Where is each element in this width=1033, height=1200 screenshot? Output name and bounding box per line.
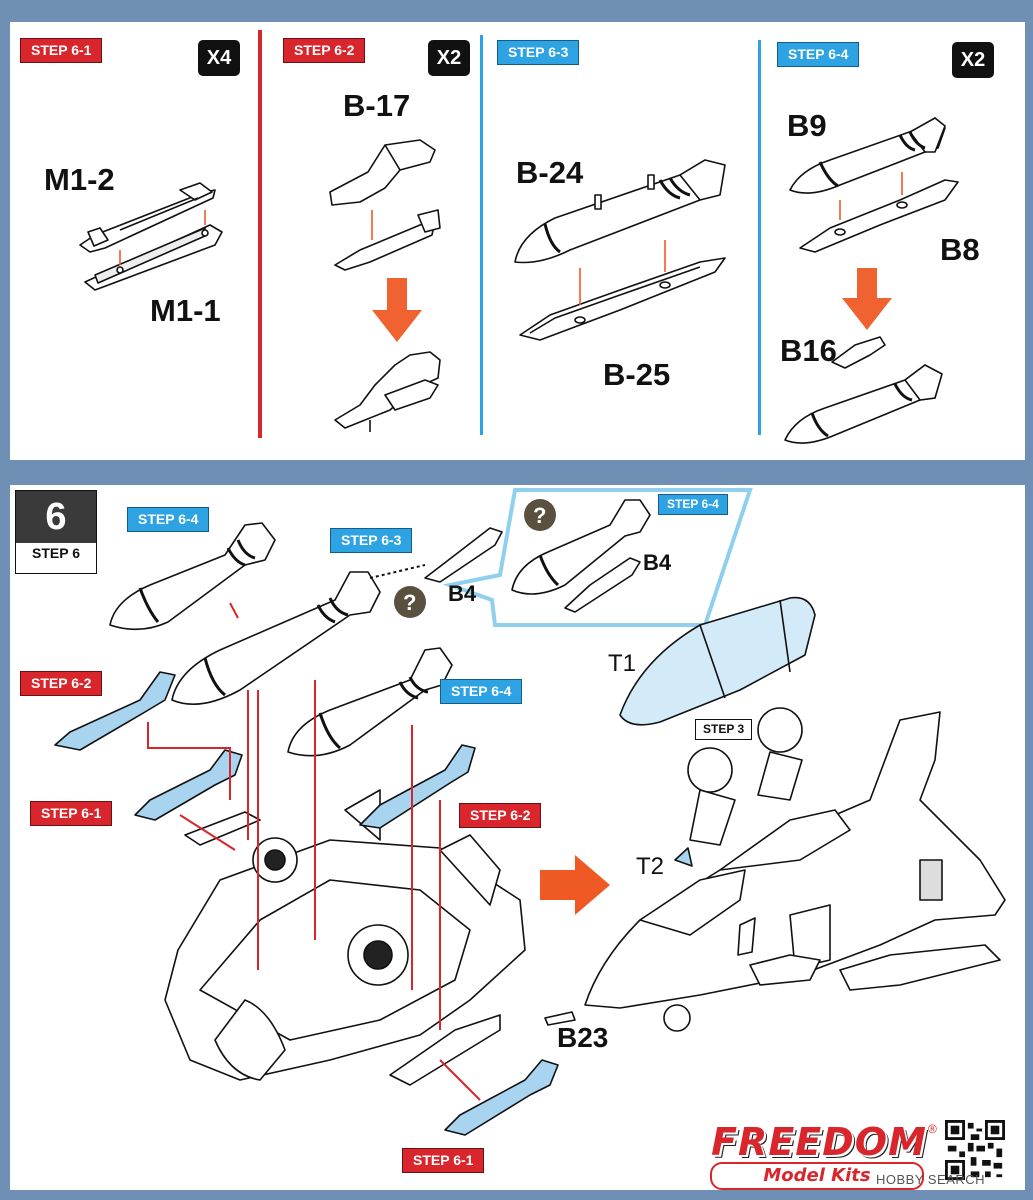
question-icon <box>394 586 426 618</box>
fuel-tank-assembled-drawing <box>784 364 943 444</box>
part-t2-label: T2 <box>636 853 665 880</box>
question-mark-inset: ? <box>533 503 547 528</box>
part-b4-main-label: B4 <box>448 581 477 606</box>
assembly-direction-arrow <box>540 855 610 915</box>
watermark: HOBBY SEARCH <box>876 1172 986 1187</box>
step-number-caption: STEP 6 <box>32 545 80 561</box>
part-b9-label: B9 <box>787 108 827 143</box>
pilot-figures-drawing <box>687 707 803 846</box>
step-6-3-tag: STEP 6-3 <box>497 40 580 65</box>
part-b-24-label: B-24 <box>516 155 584 190</box>
divider-red <box>258 30 262 438</box>
sub-assembly-drawings <box>79 117 959 444</box>
part-b16-drawing <box>831 336 886 369</box>
step-6-4-multiplier: X2 <box>952 42 994 78</box>
pylon-b4-main-drawing <box>424 527 503 583</box>
red-leader-lines <box>147 602 481 1101</box>
qr-code <box>945 1120 1005 1180</box>
freedom-model-kits-logo: FREEDOM Model Kits <box>700 1120 938 1190</box>
question-mark: ? <box>403 590 417 615</box>
missile-step-6-1-left-drawing <box>134 749 243 821</box>
part-b16-label: B16 <box>780 333 837 368</box>
launcher-m1-1-drawing <box>84 224 223 291</box>
divider-blue <box>758 40 761 435</box>
aircraft-underside-drawing <box>164 789 526 1086</box>
part-m1-1-label: M1-1 <box>150 293 221 328</box>
brand-name: FREEDOM <box>711 1120 927 1164</box>
step-number-box: 6 STEP 6 <box>15 490 97 574</box>
fuel-tank-center-drawing <box>171 571 381 706</box>
step-6-4-tag: STEP 6-4 <box>777 42 860 67</box>
callout-step-3: STEP 3 <box>695 719 753 740</box>
fuel-tank-right-drawing <box>287 647 453 757</box>
callout-step-6-1-left: STEP 6-1 <box>30 801 113 826</box>
missile-m1-2-drawing <box>79 182 216 253</box>
step-6-1-multiplier: X4 <box>198 40 240 76</box>
pylon-b4-inset-drawing <box>564 557 641 613</box>
question-icon-inset <box>524 499 556 531</box>
divider-red-2 <box>480 35 483 435</box>
part-b4-inset-label: B4 <box>643 550 672 575</box>
part-m1-2-label: M1-2 <box>44 162 115 197</box>
canopy-t1-drawing <box>619 596 816 726</box>
part-b-17-label: B-17 <box>343 88 411 123</box>
callout-step-6-2-left: STEP 6-2 <box>20 671 103 696</box>
missile-step-6-1-bottom-drawing <box>444 1059 559 1136</box>
fuel-tank-inset-drawing <box>511 499 651 595</box>
part-t1-label: T1 <box>608 650 637 677</box>
brand-subtitle: Model Kits <box>710 1162 924 1190</box>
callout-step-6-1-bottom: STEP 6-1 <box>402 1148 485 1173</box>
missile-step-6-2-right-drawing <box>359 744 476 829</box>
pylon-assembled-drawing <box>334 351 441 432</box>
pylon-b-25-drawing <box>519 257 726 341</box>
step-number: 6 <box>16 491 96 543</box>
part-b23-drawing <box>544 1011 576 1026</box>
part-b8-label: B8 <box>940 232 980 267</box>
missile-b-17-drawing <box>334 209 441 271</box>
fuel-tank-b-24-drawing <box>514 159 726 264</box>
assembly-arrows <box>372 268 892 342</box>
missile-step-6-2-left-drawing <box>54 671 176 751</box>
callout-step-6-2-right: STEP 6-2 <box>459 803 542 828</box>
callout-step-6-4-mid: STEP 6-4 <box>440 679 523 704</box>
pylon-b8-drawing <box>799 179 959 253</box>
step-6-1-tag: STEP 6-1 <box>20 38 103 63</box>
callout-step-6-4-top: STEP 6-4 <box>127 507 210 532</box>
callout-step-6-4-inset: STEP 6-4 <box>658 494 728 515</box>
part-b23-label: B23 <box>557 1022 609 1053</box>
part-b-25-label: B-25 <box>603 357 671 392</box>
fuel-tank-upper-drawing <box>109 522 276 631</box>
registered-mark: ® <box>928 1122 937 1136</box>
callout-step-6-3: STEP 6-3 <box>330 528 413 553</box>
step-6-2-tag: STEP 6-2 <box>283 38 366 63</box>
fuel-tank-b9-drawing <box>789 117 946 194</box>
step-6-2-multiplier: X2 <box>428 40 470 76</box>
aircraft-side-drawing <box>584 711 1006 1032</box>
pylon-b-17-drawing <box>329 139 436 206</box>
help-callout-outline <box>442 488 753 627</box>
part-t2-drawing <box>674 847 693 867</box>
